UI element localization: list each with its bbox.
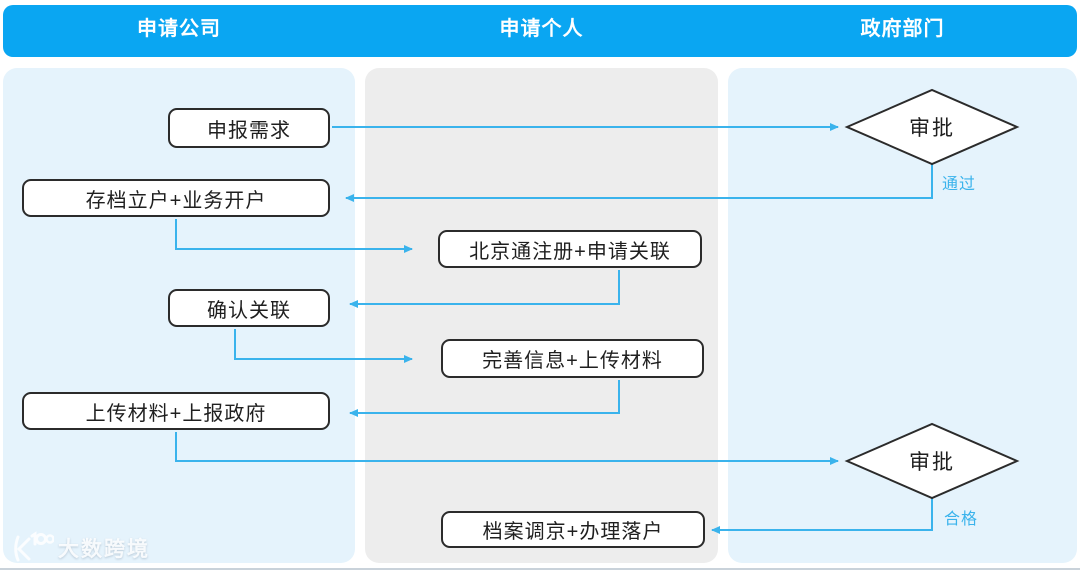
edge-approve1-to-archive — [345, 164, 933, 202]
edge-label-pass: 通过 — [942, 176, 977, 193]
node-confirm: 确认关联 — [168, 289, 330, 327]
edge-register-to-confirm — [349, 270, 620, 308]
k100-logo-icon — [14, 531, 54, 562]
node-complete: 完善信息+上传材料 — [441, 339, 704, 378]
edge-complete-to-upload — [349, 380, 620, 417]
decision-label-1: 审批 — [909, 117, 955, 140]
header-col-company: 申请公司 — [137, 17, 221, 40]
edge-label-qualified: 合格 — [944, 511, 979, 528]
lane-individual — [365, 68, 718, 563]
bottom-edge-strip — [0, 568, 1080, 570]
header-col-government: 政府部门 — [860, 17, 945, 40]
watermark-text: 大数跨境 — [58, 538, 150, 561]
edge-approve2-to-settle — [711, 498, 933, 534]
header-bar — [3, 5, 1077, 57]
decision-label-2: 审批 — [909, 451, 955, 474]
node-archive: 存档立户+业务开户 — [22, 179, 330, 217]
node-declare: 申报需求 — [168, 108, 330, 148]
edge-upload-to-approve2 — [175, 432, 839, 465]
decision-diamond-1 — [844, 88, 1020, 166]
brand-watermark: 大数跨境 — [10, 531, 150, 565]
edge-archive-to-register — [175, 219, 413, 253]
node-upload: 上传材料+上报政府 — [22, 392, 330, 430]
decision-diamond-2 — [844, 422, 1020, 500]
header-col-individual: 申请个人 — [499, 17, 584, 40]
edge-confirm-to-complete — [234, 329, 413, 363]
node-settle: 档案调京+办理落户 — [441, 511, 705, 548]
node-register: 北京通注册+申请关联 — [438, 230, 702, 268]
